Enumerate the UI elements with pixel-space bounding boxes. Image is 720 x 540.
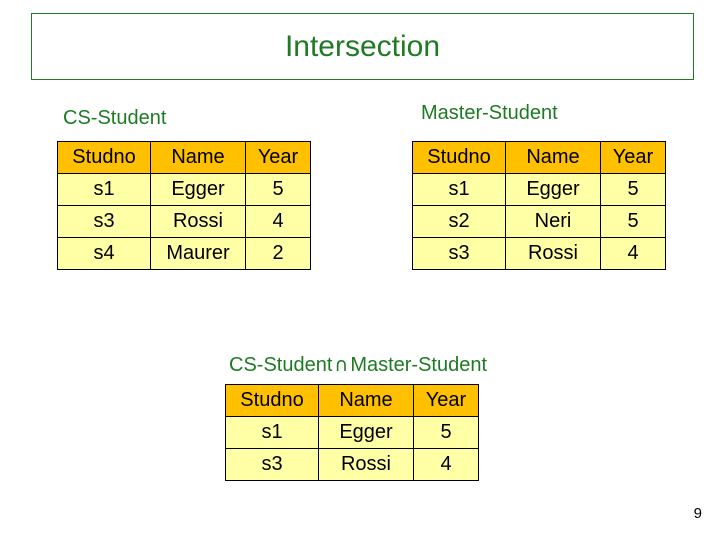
table-header-row: Studno Name Year	[57, 141, 311, 174]
cell-name: Egger	[505, 173, 601, 206]
table-row: s1 Egger 5	[225, 416, 479, 449]
cell-studno: s4	[57, 237, 151, 270]
cell-name: Egger	[318, 416, 414, 449]
column-header-year: Year	[245, 141, 311, 174]
column-header-name: Name	[505, 141, 601, 174]
cell-studno: s1	[412, 173, 506, 206]
cell-name: Neri	[505, 205, 601, 238]
column-header-studno: Studno	[412, 141, 506, 174]
page-title: Intersection	[284, 29, 441, 63]
column-header-studno: Studno	[225, 384, 319, 417]
cs-student-table: Studno Name Year s1 Egger 5 s3 Rossi 4 s…	[57, 141, 311, 270]
table-row: s1 Egger 5	[412, 173, 666, 206]
column-header-year: Year	[600, 141, 666, 174]
master-student-caption: Master-Student	[421, 102, 558, 124]
page-number: 9	[693, 505, 702, 522]
cell-year: 5	[600, 173, 666, 206]
cell-studno: s1	[57, 173, 151, 206]
cell-name: Rossi	[150, 205, 246, 238]
intersection-symbol-icon: ∩	[334, 354, 349, 376]
cell-name: Rossi	[505, 237, 601, 270]
column-header-year: Year	[413, 384, 479, 417]
slide-title-box: Intersection	[31, 13, 694, 80]
table-header-row: Studno Name Year	[225, 384, 479, 417]
cell-studno: s2	[412, 205, 506, 238]
result-table: Studno Name Year s1 Egger 5 s3 Rossi 4	[225, 384, 479, 481]
master-student-table: Studno Name Year s1 Egger 5 s2 Neri 5 s3…	[412, 141, 666, 270]
cell-name: Rossi	[318, 448, 414, 481]
cell-year: 4	[245, 205, 311, 238]
table-header-row: Studno Name Year	[412, 141, 666, 174]
cs-student-caption: CS-Student	[63, 107, 167, 129]
column-header-name: Name	[318, 384, 414, 417]
cell-year: 4	[600, 237, 666, 270]
cell-studno: s3	[412, 237, 506, 270]
cell-name: Maurer	[150, 237, 246, 270]
table-row: s4 Maurer 2	[57, 237, 311, 270]
table-row: s3 Rossi 4	[225, 448, 479, 481]
cell-year: 5	[245, 173, 311, 206]
table-row: s2 Neri 5	[412, 205, 666, 238]
table-row: s3 Rossi 4	[412, 237, 666, 270]
result-caption: CS-Student∩Master-Student	[229, 354, 487, 377]
cell-studno: s3	[57, 205, 151, 238]
cell-name: Egger	[150, 173, 246, 206]
column-header-name: Name	[150, 141, 246, 174]
table-row: s3 Rossi 4	[57, 205, 311, 238]
cell-year: 5	[413, 416, 479, 449]
cell-studno: s1	[225, 416, 319, 449]
table-row: s1 Egger 5	[57, 173, 311, 206]
column-header-studno: Studno	[57, 141, 151, 174]
cell-year: 2	[245, 237, 311, 270]
result-caption-left: CS-Student	[229, 354, 333, 376]
result-caption-right: Master-Student	[350, 354, 488, 376]
cell-studno: s3	[225, 448, 319, 481]
cell-year: 5	[600, 205, 666, 238]
cell-year: 4	[413, 448, 479, 481]
